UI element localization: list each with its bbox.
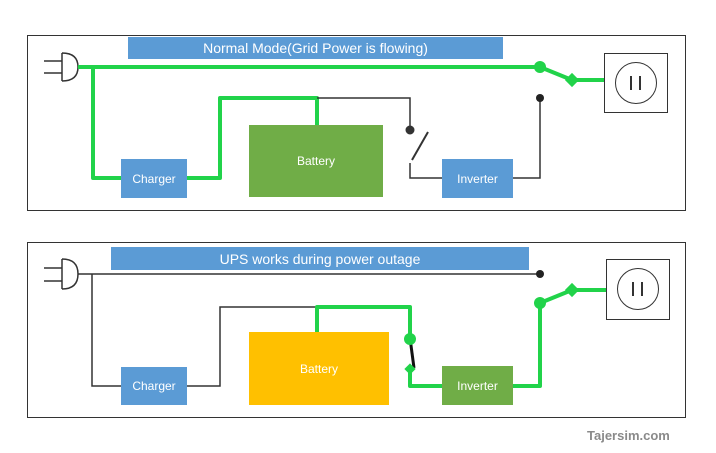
battery-box: Battery [249,125,383,197]
power-plug-icon [44,258,79,290]
switch-contact [404,363,416,375]
inverter-box: Inverter [442,159,513,198]
wall-outlet-icon [604,53,668,113]
active-wire [78,65,604,180]
wall-outlet-icon [606,259,670,320]
watermark: Tajersim.com [587,428,670,443]
charger-box: Charger [121,159,187,198]
inverter-box: Inverter [442,366,513,405]
switch-contact [534,61,546,73]
switch-contact [536,270,544,278]
switch-icon [405,125,429,161]
normal-mode-banner: Normal Mode(Grid Power is flowing) [128,37,503,59]
outage-mode-banner: UPS works during power outage [111,247,529,270]
switch-contact [404,333,416,345]
switch-contact [534,297,546,309]
power-plug-icon [44,52,79,82]
charger-box: Charger [121,367,187,405]
switch-contact [536,94,544,102]
idle-wire [78,273,540,387]
battery-box: Battery [249,332,389,405]
idle-wire [317,97,541,179]
switch-contact [564,72,580,88]
switch-contact [564,282,580,298]
